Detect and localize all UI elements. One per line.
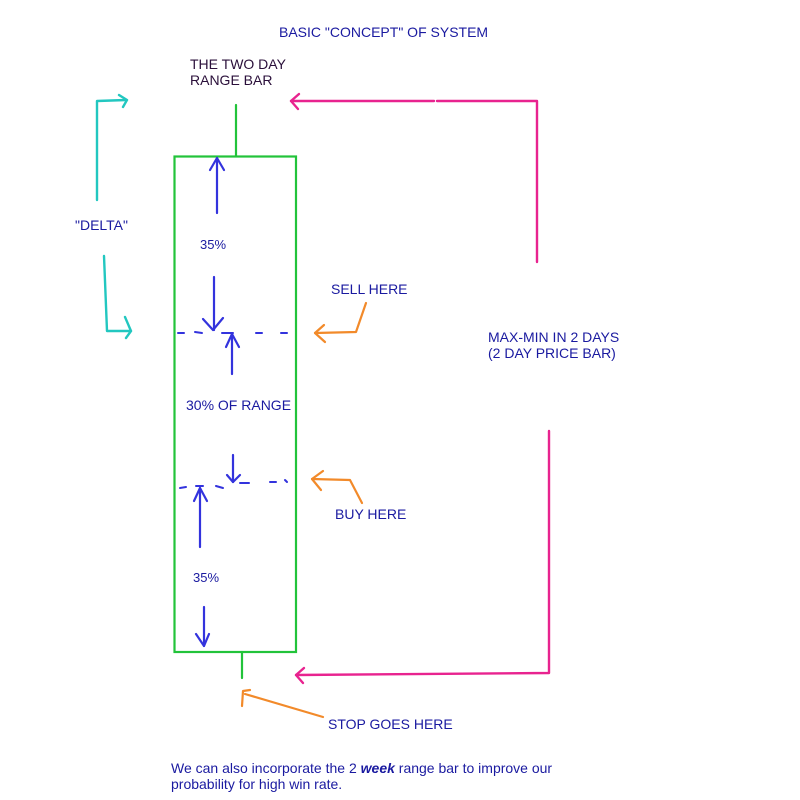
stop-goes-here-label: STOP GOES HERE xyxy=(328,716,453,732)
dash-segment xyxy=(179,486,187,489)
sell-pointer-arrow xyxy=(313,301,368,344)
delta-arrowhead-upper xyxy=(117,93,129,109)
footnote-emphasis: week xyxy=(360,760,395,776)
lower-zone-arrows xyxy=(192,486,211,648)
footnote: We can also incorporate the 2 week range… xyxy=(171,760,591,792)
dash-segment xyxy=(194,331,203,334)
lower-zone-down-arrowhead xyxy=(194,632,211,648)
buy-level-dashed-line xyxy=(179,479,288,489)
max-min-label-line1: MAX-MIN IN 2 DAYS xyxy=(488,329,620,345)
range-bar-body xyxy=(173,155,298,654)
max-min-label-line2: (2 DAY PRICE BAR) xyxy=(488,345,616,361)
delta-label: "DELTA" xyxy=(75,217,128,233)
sell-pointer-shaft xyxy=(313,301,368,335)
max-min-arrowhead-top xyxy=(289,92,301,111)
max-min-bracket-top-right xyxy=(435,99,539,264)
lower-zone-percent: 35% xyxy=(193,570,220,585)
diagram-title: BASIC "CONCEPT" OF SYSTEM xyxy=(279,24,489,40)
lower-zone-up-arrowhead xyxy=(192,486,209,503)
delta-bracket xyxy=(95,93,133,340)
delta-bracket-lower xyxy=(102,254,133,333)
max-min-bracket-bottom xyxy=(294,429,551,677)
buy-pointer-shaft xyxy=(310,477,364,505)
buy-pointer-arrowhead xyxy=(310,469,325,492)
upper-zone-percent: 35% xyxy=(200,237,227,252)
dash-segment xyxy=(284,479,288,483)
upper-zone-down-arrowhead xyxy=(201,316,225,332)
footnote-text-before: We can also incorporate the 2 xyxy=(171,760,361,776)
footnote-text-after: range bar to improve our probability for… xyxy=(171,760,553,792)
buy-pointer-arrow xyxy=(310,469,364,505)
range-bar xyxy=(173,103,298,680)
sell-here-label: SELL HERE xyxy=(331,281,408,297)
sell-level-dashed-line xyxy=(177,331,288,334)
upper-zone-arrows xyxy=(201,156,226,332)
dash-segment xyxy=(215,485,224,489)
range-bar-label-line1: THE TWO DAY xyxy=(190,56,286,72)
middle-zone-arrows xyxy=(224,332,242,484)
middle-zone-percent: 30% OF RANGE xyxy=(186,397,292,413)
middle-zone-down-arrowhead xyxy=(225,473,242,484)
buy-here-label: BUY HERE xyxy=(335,506,407,522)
middle-zone-up-arrowhead xyxy=(224,332,241,349)
stop-pointer-arrow xyxy=(240,688,325,719)
stop-pointer-arrowhead xyxy=(240,688,252,708)
upper-zone-up-arrowhead xyxy=(208,156,226,172)
range-bar-label-line2: RANGE BAR xyxy=(190,72,273,88)
delta-arrowhead-lower xyxy=(123,315,133,340)
sell-pointer-arrowhead xyxy=(313,323,327,344)
max-min-bracket xyxy=(289,92,551,685)
delta-bracket-upper xyxy=(95,98,128,202)
max-min-arrowhead-bottom xyxy=(294,666,306,685)
stop-pointer-shaft xyxy=(243,692,325,719)
